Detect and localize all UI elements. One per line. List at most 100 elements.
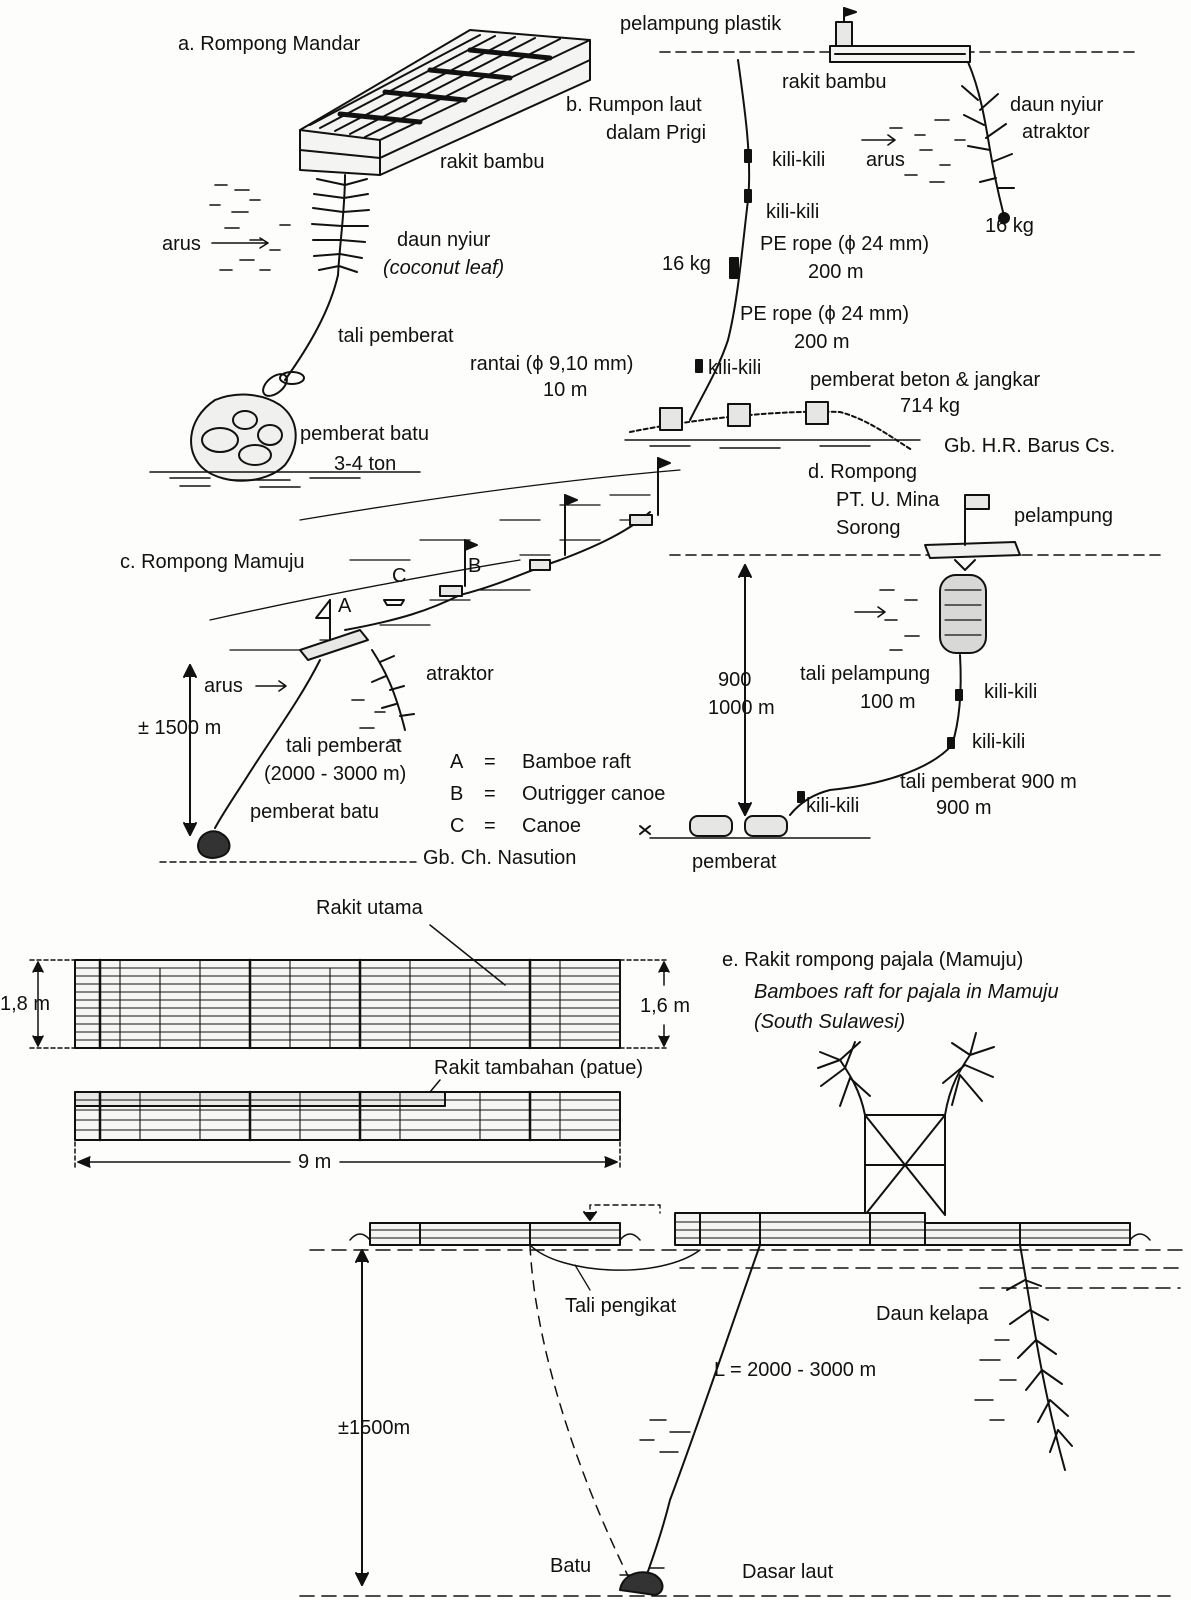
panel-b-drawing xyxy=(624,7,1141,451)
panel-e-depth-arrow xyxy=(355,1249,369,1586)
panel-d-weight-label: pemberat xyxy=(692,851,777,873)
panel-a-weight-rope xyxy=(284,274,339,381)
panel-e-height-dims xyxy=(29,959,670,1049)
panel-a-current-label: arus xyxy=(162,233,201,255)
panel-c-depth-arrow xyxy=(183,664,197,836)
panel-e-title: e. Rakit rompong pajala (Mamuju) xyxy=(722,949,1024,971)
panel-d-weight-rope-length: 900 m xyxy=(936,797,992,819)
panel-b-buoy-raft xyxy=(829,7,971,63)
panel-e-rope-length: L = 2000 - 3000 m xyxy=(714,1359,877,1381)
panel-d-buoy-label: pelampung xyxy=(1014,505,1113,527)
panel-c-flag-buoy-3 xyxy=(629,457,671,526)
panel-d-swivel-2: kili-kili xyxy=(972,731,1026,753)
panel-e-height-left: 1,8 m xyxy=(0,993,51,1015)
panel-b-anchor-blocks xyxy=(624,401,921,451)
panel-b-rope-1-length: 200 m xyxy=(808,261,864,283)
panel-d-title-line1: d. Rompong xyxy=(808,461,917,483)
panel-d-depth-1: 900 xyxy=(718,669,752,691)
panel-c-canoe-b xyxy=(439,539,478,597)
panel-d-buoy-rope: tali pelampung xyxy=(800,663,931,685)
panel-c-depth-label: ± 1500 m xyxy=(138,717,222,739)
panel-e-main-raft-plan xyxy=(74,924,621,1050)
legend-value-b: Outrigger canoe xyxy=(522,783,666,805)
panel-a-rope-label: tali pemberat xyxy=(338,325,454,347)
panel-e-extra-raft-label: Rakit tambahan (patue) xyxy=(434,1057,644,1079)
panel-e-leaf-label: Daun kelapa xyxy=(876,1303,989,1325)
panel-b-rope-2-length: 200 m xyxy=(794,331,850,353)
panel-e-binding-rope xyxy=(529,1244,701,1271)
panel-c-current-marks xyxy=(255,680,401,741)
panel-d-swivel-1: kili-kili xyxy=(984,681,1038,703)
panel-d-buoy xyxy=(924,494,1021,571)
panel-b-anchor-label: pemberat beton & jangkar xyxy=(810,369,1041,391)
panel-a-title: a. Rompong Mandar xyxy=(178,33,361,55)
panel-b-mid-weight: 16 kg xyxy=(662,253,711,275)
panel-b-chain-length: 10 m xyxy=(543,379,588,401)
panel-b-anchor-mass: 714 kg xyxy=(900,395,961,417)
panel-c-title: c. Rompong Mamuju xyxy=(120,551,305,573)
panel-c-letter-c: C xyxy=(392,565,407,587)
panel-c-weight-rope xyxy=(214,659,321,829)
panel-d-depth-2: 1000 m xyxy=(708,697,775,719)
panel-b-current-marks xyxy=(861,119,966,183)
panel-e-title-en-line1: Bamboes raft for pajala in Mamuju xyxy=(754,981,1059,1003)
legend-key-c: C xyxy=(450,815,465,837)
panel-d-buoy-rope-length: 100 m xyxy=(860,691,916,713)
panel-d-weight-rope xyxy=(789,744,953,816)
panel-c-float-line xyxy=(344,511,651,631)
panel-c-attractor-label: atraktor xyxy=(426,663,494,685)
panel-e-coconut-leaf xyxy=(974,1244,1073,1471)
panel-c-letter-b: B xyxy=(468,555,482,577)
legend-key-b: B xyxy=(450,783,464,805)
panel-e-tower xyxy=(817,1032,995,1216)
panel-b-attractor-label-2: atraktor xyxy=(1022,121,1090,143)
panel-e-extra-raft-plan xyxy=(74,1079,621,1142)
panel-a-weight-label: pemberat batu xyxy=(300,423,429,445)
panel-e-title-en-line2: (South Sulawesi) xyxy=(754,1011,906,1033)
legend-eq-a: = xyxy=(484,751,496,773)
panel-b-attractor-leaf xyxy=(961,85,1015,224)
panel-c-current-label: arus xyxy=(204,675,243,697)
panel-e-section-drawing xyxy=(299,1032,1191,1597)
panel-a-current-marks xyxy=(209,184,291,271)
panel-b-raft-label: rakit bambu xyxy=(782,71,887,93)
panel-c-credit: Gb. Ch. Nasution xyxy=(423,847,577,869)
panel-e-mooring-line xyxy=(644,1244,761,1581)
panel-b-swivel-3: kili-kili xyxy=(708,357,762,379)
panel-d-weights xyxy=(639,815,871,839)
legend-eq-b: = xyxy=(484,783,496,805)
panel-e-binding-rope-label: Tali pengikat xyxy=(565,1295,677,1317)
panel-d-weight-rope: tali pemberat 900 m xyxy=(900,771,1077,793)
panel-d-attractor-bundle xyxy=(939,574,987,654)
legend-value-c: Canoe xyxy=(522,815,581,837)
panel-a-raft-label: rakit bambu xyxy=(440,151,545,173)
panel-d-title-line2: PT. U. Mina xyxy=(836,489,940,511)
panel-e-stone-label: Batu xyxy=(550,1555,592,1577)
panel-e-water-surface xyxy=(309,1249,1191,1289)
panel-c-drawing xyxy=(159,457,681,863)
panel-a-bamboo-raft xyxy=(299,29,591,176)
panel-b-current-label: arus xyxy=(866,149,905,171)
panel-e-height-right: 1,6 m xyxy=(640,995,691,1017)
panel-c-flag-buoy-2 xyxy=(529,494,578,571)
panel-b-title-line2: dalam Prigi xyxy=(606,122,707,144)
panel-c-weight-label: pemberat batu xyxy=(250,801,379,823)
legend-eq-c: = xyxy=(484,815,496,837)
panel-d-drawing xyxy=(639,494,1161,839)
panel-c-rope-label: tali pemberat xyxy=(286,735,402,757)
panel-d-swivels xyxy=(797,689,963,803)
panel-e-seabed-label: Dasar laut xyxy=(742,1561,834,1583)
panel-a-drawing xyxy=(149,29,591,488)
panel-a-leaf-label: daun nyiur xyxy=(397,229,491,251)
panel-d-current-marks xyxy=(854,589,920,651)
panel-b-rope-2: PE rope (ϕ 24 mm) xyxy=(740,303,910,325)
panel-d-depth-arrow xyxy=(738,564,752,816)
panel-c-attractor xyxy=(371,649,415,731)
panel-b-swivel-2: kili-kili xyxy=(766,201,820,223)
panel-b-title-line1: b. Rumpon laut xyxy=(566,94,702,116)
panel-c-rope-length: (2000 - 3000 m) xyxy=(264,763,407,785)
panel-c-canoe-c xyxy=(383,599,405,606)
panel-e-main-raft-label: Rakit utama xyxy=(316,897,423,919)
